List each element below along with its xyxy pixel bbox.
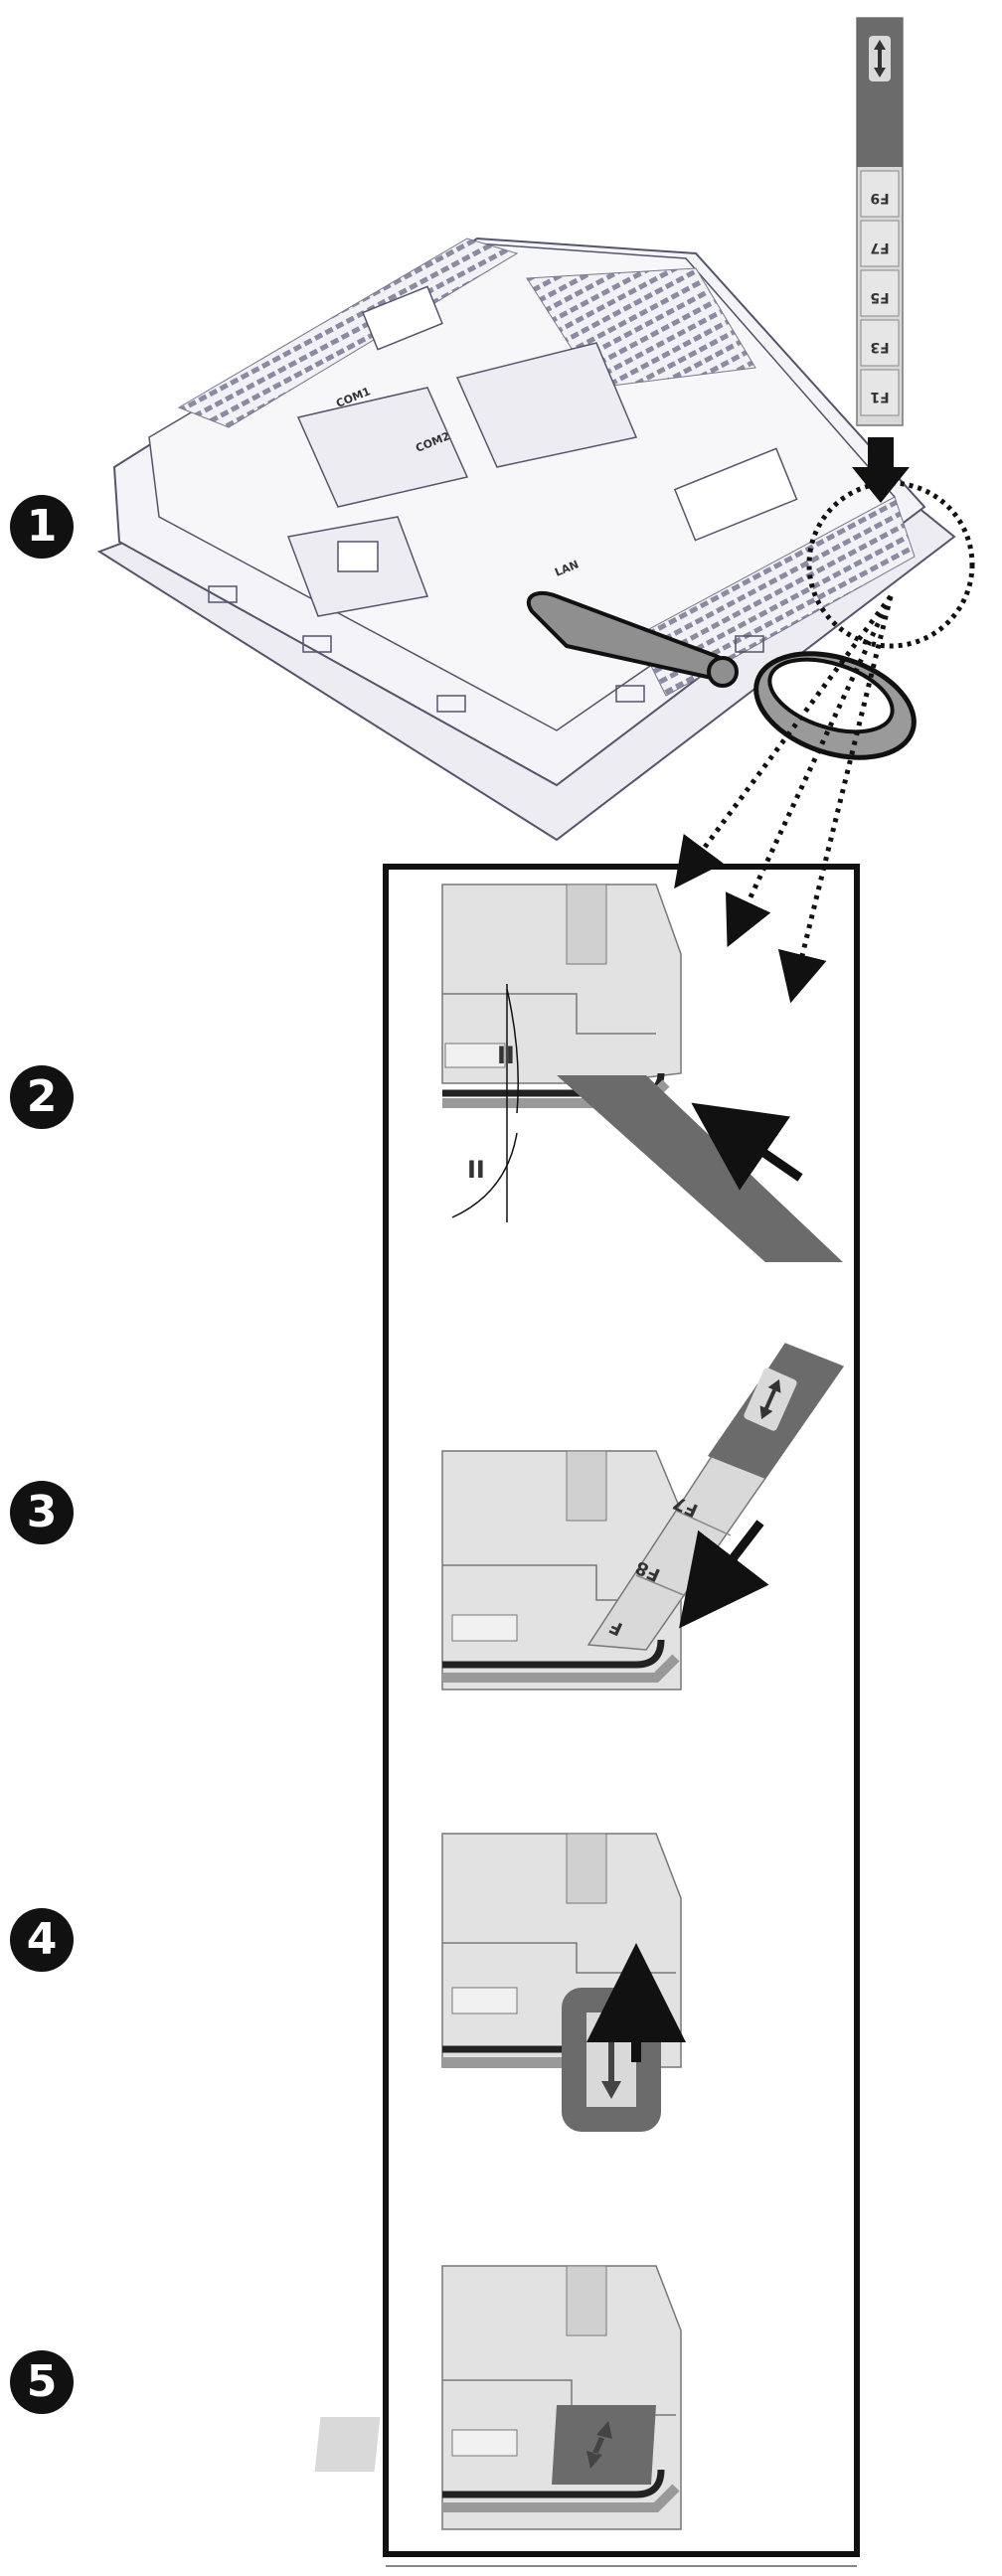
key-label: F5 [870, 289, 889, 305]
insert-strip: F9 F7 F5 F3 F1 [856, 17, 904, 426]
zoom-circle [806, 480, 975, 649]
bezel-gasket [442, 1639, 665, 1669]
bezel-gasket [442, 2469, 665, 2498]
step-badge-3: 3 [10, 1481, 74, 1544]
step5-detail [314, 2265, 682, 2530]
insert-strip-seated [552, 2405, 656, 2485]
step4-detail [441, 1833, 686, 2132]
double-arrow-icon [601, 2019, 621, 2099]
insert-down-arrow [852, 437, 910, 503]
side-slot [735, 635, 764, 653]
label-plate [362, 285, 443, 351]
step-badge-1: 1 [10, 495, 74, 559]
key-cell [860, 269, 900, 317]
step-badge-2: 2 [10, 1065, 74, 1129]
step-number: 2 [26, 1071, 58, 1122]
step2-detail: II II [441, 884, 843, 1262]
panel-slot [451, 1987, 518, 2014]
insert-arrow [679, 1520, 769, 1629]
key-label: F3 [870, 339, 889, 355]
panel-rib [566, 1833, 607, 1904]
key-cell [860, 220, 900, 267]
zoom-line [674, 594, 894, 889]
panel-rib [566, 884, 607, 965]
key-label: F1 [870, 389, 889, 404]
insert-strip-window [314, 2417, 381, 2472]
step-number: 4 [26, 1914, 58, 1965]
panel-slot [444, 1043, 506, 1068]
double-arrow-icon [586, 2421, 612, 2469]
key-label: F9 [870, 190, 889, 206]
key-cell [860, 369, 900, 416]
step-number: 3 [26, 1487, 58, 1537]
key-label: F7 [870, 240, 889, 255]
connector-block [455, 342, 638, 468]
panel-side [441, 2265, 682, 2530]
panel-rib [566, 1450, 607, 1522]
angle-mark: II [497, 1042, 515, 1069]
bezel-base [442, 1654, 680, 1683]
angle-indicator [451, 984, 519, 1222]
device-back-view: COM1 COM2 LAN [96, 237, 956, 842]
insert-strip-keys: F9 F7 F5 F3 F1 [860, 170, 900, 416]
side-slot [436, 695, 466, 713]
step-number: 1 [26, 501, 58, 552]
label-plate [673, 447, 798, 542]
step3-detail: F7 F8 F [441, 1343, 845, 1690]
side-slot [615, 685, 645, 703]
step-number: 5 [26, 2356, 58, 2407]
vent-grid-upper [177, 238, 519, 428]
vent-grid-lower [635, 496, 916, 697]
panel-rib [566, 2265, 607, 2336]
connector-block [296, 387, 469, 508]
step-badge-4: 4 [10, 1908, 74, 1972]
push-arrow [691, 1102, 803, 1191]
panel-slot [451, 1614, 518, 1642]
zoom-line [777, 595, 894, 1004]
side-slot [302, 635, 332, 653]
magnifier-joint [707, 656, 739, 688]
side-slot [208, 585, 238, 603]
insert-strip [557, 1075, 843, 1262]
bezel-base [442, 2484, 680, 2512]
zoom-line [726, 594, 894, 948]
detail-frame [383, 864, 860, 2557]
zoom-lines [674, 594, 894, 1004]
connector-port [337, 541, 379, 572]
double-arrow-icon [874, 40, 886, 78]
key-cell [860, 170, 900, 218]
key-cell [860, 319, 900, 367]
magnifier-icon [526, 590, 917, 760]
angle-mark: II [467, 1156, 485, 1184]
panel-slot [451, 2429, 518, 2457]
panel-step [442, 993, 656, 1035]
double-arrow-icon [759, 1378, 781, 1420]
step-badge-5: 5 [10, 2350, 74, 2414]
